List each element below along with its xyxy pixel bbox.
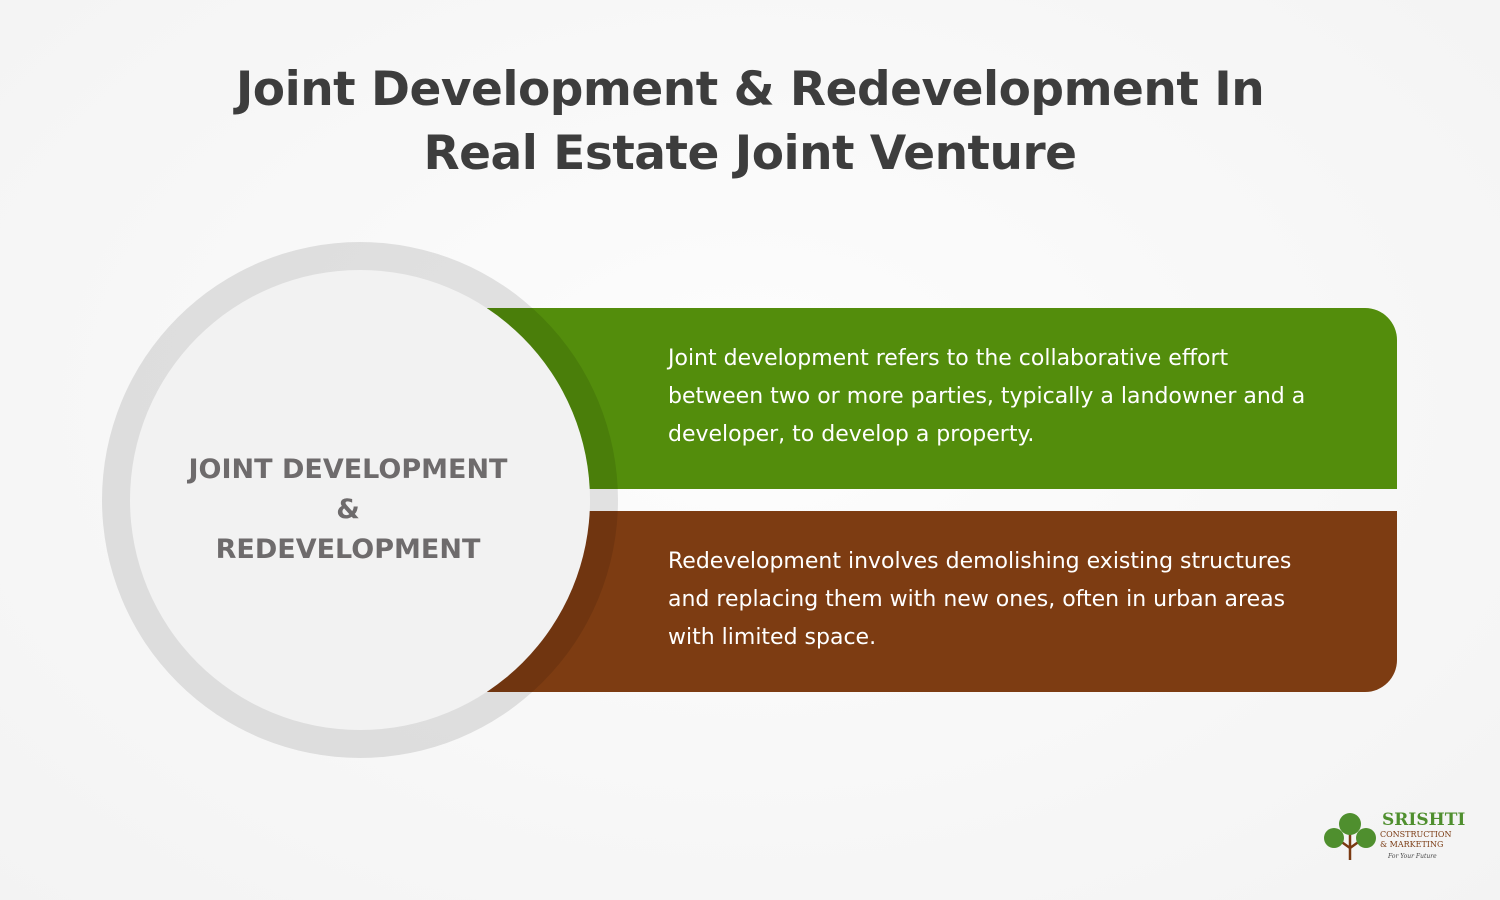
logo-tagline: For Your Future: [1388, 853, 1437, 860]
title-line-2: Real Estate Joint Venture: [423, 126, 1077, 181]
center-circle: [130, 270, 590, 730]
center-label-line2: &: [336, 494, 360, 525]
center-label-line3: REDEVELOPMENT: [215, 534, 481, 565]
center-label: JOINT DEVELOPMENT & REDEVELOPMENT: [130, 450, 566, 570]
title-line-1: Joint Development & Redevelopment In: [235, 62, 1265, 117]
redevelopment-text: Redevelopment involves demolishing exist…: [668, 549, 1292, 650]
company-logo: SRISHTI CONSTRUCTION & MARKETING For You…: [1322, 810, 1472, 865]
logo-line3: & MARKETING: [1380, 840, 1444, 849]
joint-development-text: Joint development refers to the collabor…: [668, 346, 1306, 447]
logo-name: SRISHTI: [1382, 810, 1466, 830]
tree-icon: [1324, 813, 1376, 860]
joint-development-panel: Joint development refers to the collabor…: [487, 308, 1397, 489]
page-title: Joint Development & Redevelopment In Rea…: [0, 58, 1500, 186]
center-label-line1: JOINT DEVELOPMENT: [188, 454, 508, 485]
logo-line2: CONSTRUCTION: [1380, 830, 1452, 839]
redevelopment-panel: Redevelopment involves demolishing exist…: [487, 511, 1397, 692]
